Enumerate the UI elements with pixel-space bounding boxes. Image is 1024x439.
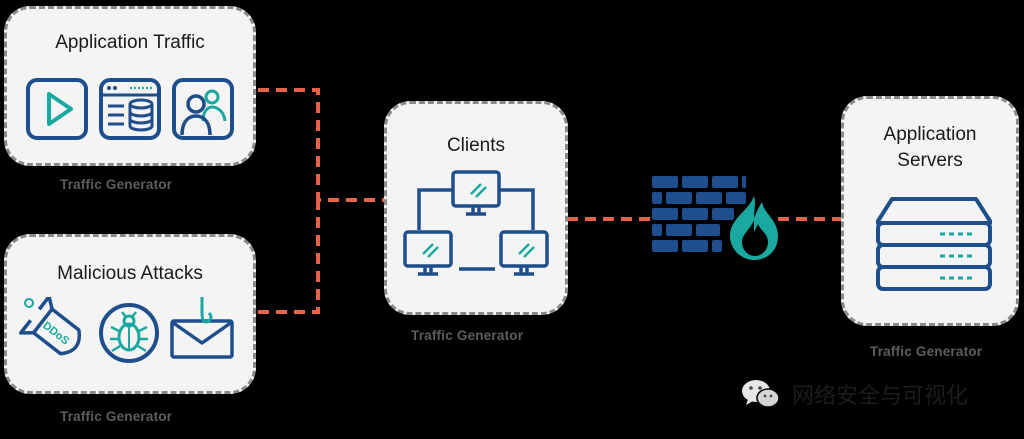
monitor-icon bbox=[451, 170, 501, 216]
users-icon bbox=[172, 78, 234, 140]
database-server-icon bbox=[99, 78, 161, 140]
servers-title-line2: Servers bbox=[897, 150, 963, 171]
application-traffic-title: Application Traffic bbox=[55, 32, 205, 53]
bug-icon bbox=[99, 303, 159, 363]
wechat-icon bbox=[742, 380, 780, 408]
application-servers-box: Application Servers bbox=[841, 96, 1019, 326]
server-stack-icon bbox=[876, 197, 992, 291]
ddos-missile-icon: DDoS bbox=[19, 297, 82, 356]
phishing-mail-icon bbox=[170, 297, 234, 359]
monitor-icon bbox=[403, 230, 453, 276]
clients-box: Clients bbox=[384, 101, 568, 315]
application-traffic-caption: Traffic Generator bbox=[60, 177, 173, 192]
flame-icon bbox=[730, 196, 778, 260]
connector-malicious bbox=[258, 200, 320, 314]
monitor-icon bbox=[499, 230, 549, 276]
servers-title-line1: Application bbox=[883, 124, 977, 145]
clients-title: Clients bbox=[446, 135, 506, 156]
malicious-attacks-title: Malicious Attacks bbox=[57, 263, 203, 284]
client-network-icon bbox=[403, 170, 549, 276]
clients-caption: Traffic Generator bbox=[411, 328, 524, 343]
application-traffic-box: Application Traffic bbox=[4, 6, 256, 166]
watermark: 网络安全与可视化 bbox=[740, 374, 968, 414]
play-icon bbox=[26, 78, 88, 140]
firewall-icon bbox=[652, 176, 778, 260]
connector-app-traffic bbox=[258, 88, 386, 202]
watermark-text: 网络安全与可视化 bbox=[792, 384, 969, 409]
servers-caption: Traffic Generator bbox=[870, 344, 983, 359]
malicious-attacks-caption: Traffic Generator bbox=[60, 409, 173, 424]
malicious-attacks-box: Malicious Attacks DDoS bbox=[4, 234, 256, 394]
